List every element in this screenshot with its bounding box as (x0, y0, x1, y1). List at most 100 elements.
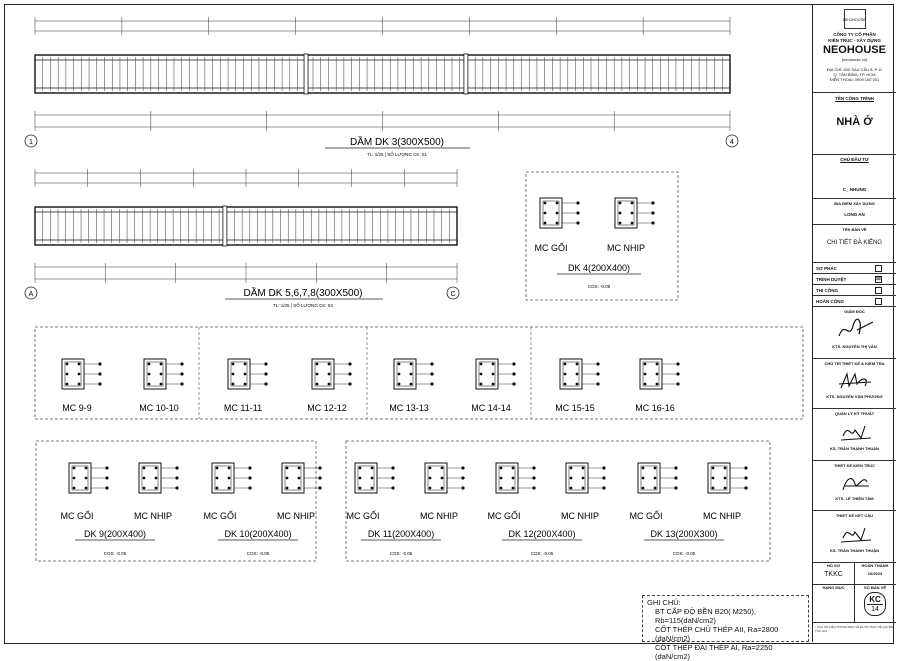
row2-cos: COS: -0.05 (104, 551, 127, 556)
row1-section-label: MC 15-15 (555, 403, 595, 413)
rebar-dot (84, 476, 88, 480)
rebar-dot (297, 476, 301, 480)
phase-checkbox[interactable] (875, 298, 882, 305)
row2-right-label: MC NHIP (420, 511, 458, 521)
rebar-dot (370, 476, 374, 480)
row1-section-label: MC 16-16 (635, 403, 675, 413)
rebar-dot (142, 486, 146, 490)
rebar-dot (428, 466, 432, 470)
row1-section-label: MC 10-10 (139, 403, 179, 413)
section-outline (211, 462, 235, 494)
rebar-dot (231, 362, 235, 366)
rebar-dot (227, 466, 231, 470)
rebar-dot (581, 486, 585, 490)
rebar-dot (499, 466, 503, 470)
rebar-dot (358, 486, 362, 490)
phase-checkbox[interactable] (875, 287, 882, 294)
rebar-dot (358, 466, 362, 470)
phase-label: THI CÔNG (816, 288, 838, 293)
row2-right-label: MC NHIP (703, 511, 741, 521)
rebar-dot (569, 466, 573, 470)
file-code: TKKC (824, 571, 843, 578)
rebar-dot (428, 486, 432, 490)
phase-label: HOÀN CÔNG (816, 299, 844, 304)
section-outline (68, 462, 92, 494)
row2-cos: COS: -0.05 (247, 551, 270, 556)
rebar-dot (154, 486, 158, 490)
rebar-dot (653, 476, 657, 480)
rebar-dot (409, 362, 413, 366)
rebar-dot (581, 476, 585, 480)
phase-checkbox[interactable] (875, 265, 882, 272)
phase-row-2: THI CÔNG (813, 285, 896, 296)
phase-row-3: HOÀN CÔNG (813, 296, 896, 307)
rebar-dot (159, 362, 163, 366)
rebar-dot (327, 362, 331, 366)
rebar-dot (711, 476, 715, 480)
row2-right-label: MC NHIP (277, 511, 315, 521)
rebar-dot (618, 211, 622, 215)
rebar-dot (563, 382, 567, 386)
rebar-dot (618, 221, 622, 225)
struct-label: THIẾT KẾ KẾT CẤU (835, 513, 874, 518)
chief-label: CHỦ TRÌ THIẾT KẾ & KIỂM TRA (824, 361, 885, 366)
struct-name: KS. TRẦN THANH THUẬN (829, 548, 880, 553)
drawing-name-block: TÊN BẢN VẼ CHI TIẾT ĐÀ KIỀNG (813, 225, 896, 263)
company-line-1: CÔNG TY CỔ PHẦN (833, 32, 876, 37)
owner-label: CHỦ ĐẦU TƯ (840, 157, 869, 162)
rebar-dot (511, 486, 515, 490)
sheet-label: SỐ BẢN VẼ (863, 585, 886, 590)
location-value: LONG AN (844, 212, 865, 217)
beam-dk5-elevation (34, 169, 458, 283)
rebar-dot (499, 476, 503, 480)
notes-line-2: CỐT THÉP CHỦ THÉP AII, Ra=2800 (daN/cm2) (655, 625, 779, 643)
tech-label: QUẢN LÝ KỸ THUẬT (834, 411, 875, 416)
row2-title: DK 12(200X400) (508, 529, 575, 539)
rebar-dot (315, 372, 319, 376)
rebar-dot (643, 372, 647, 376)
rebar-dot (723, 476, 727, 480)
column-support (222, 205, 228, 247)
beam-dk3-elevation (34, 17, 731, 131)
arch-label: THIẾT KẾ KIẾN TRÚC (833, 463, 876, 468)
notes-line-3: CỐT THÉP ĐAI THÉP AI, Ra=2250 (daN/cm2) (655, 643, 773, 661)
rebar-dot (285, 466, 289, 470)
rebar-dot (84, 466, 88, 470)
beam-dk3-scale: TL: 1/25 | SỐ LƯỢNG CK: 01 (367, 151, 427, 157)
rebar-dot (297, 466, 301, 470)
sheet-no: 14 (871, 605, 879, 613)
rebar-dot (641, 486, 645, 490)
dk4-right-label: MC NHIP (607, 243, 645, 253)
rebar-dot (147, 362, 151, 366)
date-label: HOÀN THÀNH (861, 563, 889, 568)
column-support (303, 53, 309, 95)
project-label: TÊN CÔNG TRÌNH (835, 96, 874, 101)
beam-outline (34, 54, 731, 94)
rebar-dot (315, 362, 319, 366)
owner-name: C_ NHUNG (842, 187, 867, 192)
rebar-dot (227, 486, 231, 490)
rebar-dot (409, 382, 413, 386)
chief-signature-icon (838, 372, 871, 389)
rebar-dot (440, 486, 444, 490)
rebar-dot (499, 486, 503, 490)
company-phone: ĐIỆN THOẠI: 0909 100 001 (829, 77, 880, 82)
rebar-dot (575, 382, 579, 386)
rebar-dot (370, 486, 374, 490)
beam-dk5-scale: TL: 1/25 | SỐ LƯỢNG CK: 04 (273, 302, 333, 308)
rebar-dot (479, 362, 483, 366)
director-block: GIÁM ĐỐC KTS. NGUYỄN THỊ VÂN (813, 307, 896, 359)
project-block: TÊN CÔNG TRÌNH NHÀ Ở (813, 93, 896, 155)
rebar-dot (491, 372, 495, 376)
axis-1-label: 1 (29, 139, 33, 146)
location-block: ĐỊA ĐIỂM XÂY DỰNG LONG AN (813, 199, 896, 225)
rebar-dot (641, 466, 645, 470)
rebar-dot (65, 382, 69, 386)
arch-block: THIẾT KẾ KIẾN TRÚC KTS. LÊ THIỆN TÂM (813, 461, 896, 511)
row2-left-label: MC GỐI (488, 510, 521, 521)
phase-checkbox[interactable]: ☒ (875, 276, 882, 283)
axis-c-label: C (450, 291, 455, 298)
